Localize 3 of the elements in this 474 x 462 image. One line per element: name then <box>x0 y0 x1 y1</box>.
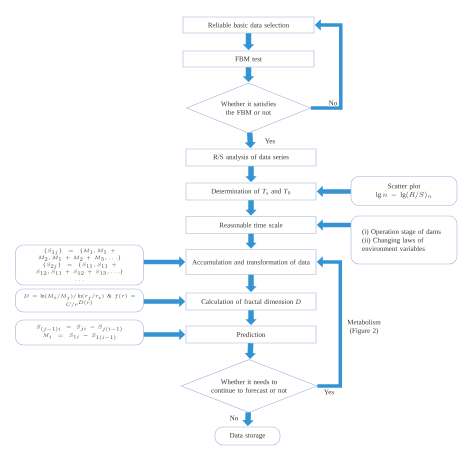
rounded-box: $\{S_{1j}\} = \{M_1, M_1 + M_2, M_1 + M_2 + M_3, \ldots\}$ $\{S_{2j}\} = \{S_{11}, S_{11} + S_{12}, S_{11} + S_{12} + S_{13}, \ldots\}$ $\cdots$ <box>15 244 144 286</box>
rounded-box: $S_{(j-1)i} = S_{ji} - S_{j(i-1)}$ $M_i = S_{1i} - S_{1(i-1)}$ <box>15 320 144 346</box>
rounded-box: $D = \ln(M_i / M_j)/\ln(r_j / r_i) \;\&\; f(r) = C/r^{D(r)}$ <box>15 288 144 312</box>
